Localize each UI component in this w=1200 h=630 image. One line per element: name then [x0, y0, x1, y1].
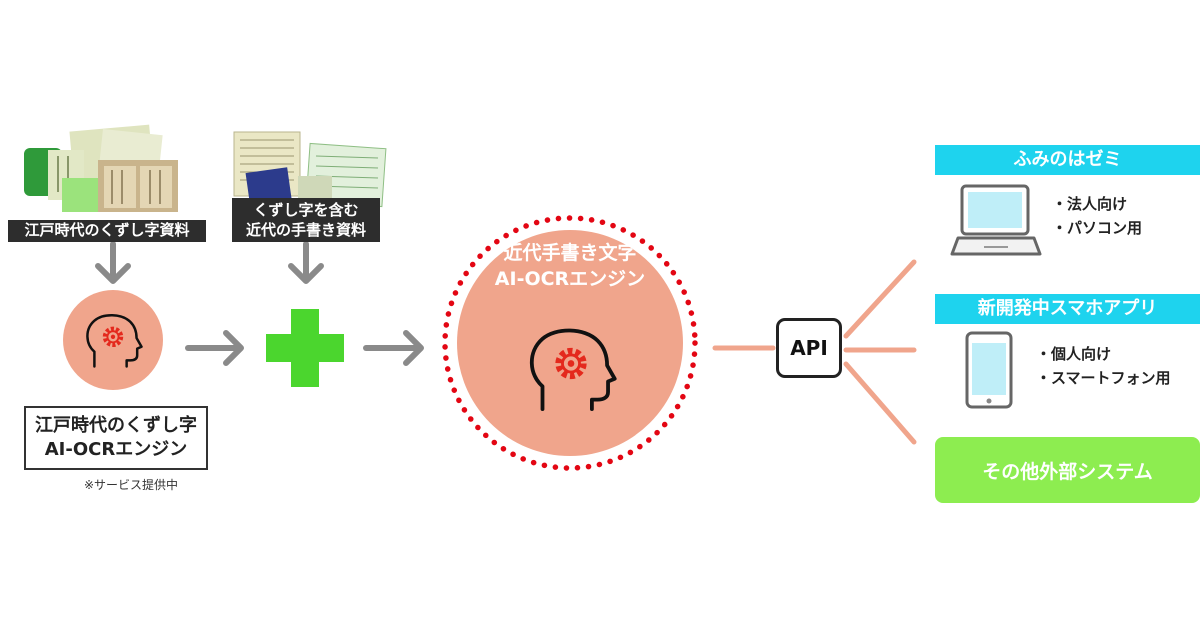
plus-icon	[266, 309, 344, 387]
modern-source-label-line1: くずし字を含む	[253, 201, 359, 219]
other-systems-label: その他外部システム	[982, 460, 1153, 483]
fumino-bullet-2: ・パソコン用	[1052, 219, 1143, 237]
right-arrows	[185, 330, 424, 366]
other-systems-box: その他外部システム	[935, 437, 1200, 503]
smartphone-bullet-1: ・個人向け	[1036, 345, 1112, 363]
connector-lines	[712, 259, 917, 445]
dotted-ring	[442, 215, 698, 471]
modern-engine-line1: 近代手書き文字	[503, 242, 637, 264]
fumino-bullet-1: ・法人向け	[1052, 195, 1128, 213]
edo-engine-line1: 江戸時代のくずし字	[35, 415, 197, 436]
smartphone-bullet-2: ・スマートフォン用	[1036, 369, 1171, 387]
api-label: API	[790, 336, 828, 360]
api-box: API	[776, 318, 842, 378]
edo-engine-circle	[63, 290, 163, 390]
edo-source-label: 江戸時代のくずし字資料	[8, 220, 206, 242]
modern-engine-title: 近代手書き文字 AI-OCRエンジン	[470, 240, 670, 292]
service-note: ※サービス提供中	[84, 478, 179, 492]
edo-engine-line2: AI-OCRエンジン	[44, 439, 188, 460]
modern-engine-circle	[457, 230, 683, 456]
modern-source-label: くずし字を含む 近代の手書き資料	[232, 198, 380, 242]
modern-engine-line2: AI-OCRエンジン	[494, 268, 646, 290]
fumino-header: ふみのはゼミ	[935, 145, 1200, 175]
down-arrows	[95, 241, 324, 284]
smartphone-app-header: 新開発中スマホアプリ	[935, 294, 1200, 324]
laptop-icon	[950, 184, 1042, 256]
modern-source-label-line2: 近代の手書き資料	[245, 221, 366, 239]
edo-engine-label-box: 江戸時代のくずし字 AI-OCRエンジン	[24, 406, 208, 470]
edo-documents-icon	[24, 124, 178, 212]
smartphone-icon	[965, 331, 1013, 409]
